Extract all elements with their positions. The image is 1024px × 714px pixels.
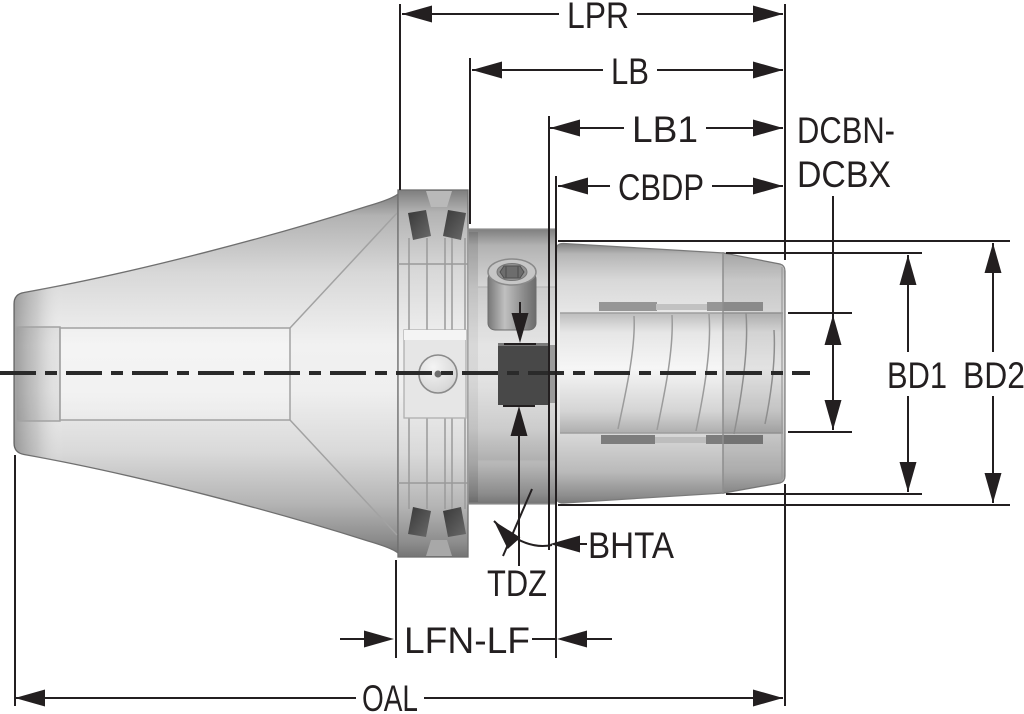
label-backgrounds [884,356,1024,394]
dim-label-bd2: BD2 [963,355,1024,396]
dim-label-lfn-lf: LFN-LF [404,620,530,661]
clamp-land-bars [599,302,763,444]
dim-label-oal: OAL [362,678,418,714]
dim-label-dcbn-dcbx-line1: DCBN- [797,110,895,151]
dim-label-cbdp: CBDP [618,167,704,208]
dim-label-tdz: TDZ [487,563,547,604]
set-screw [487,258,537,331]
dim-label-lb1: LB1 [632,109,698,150]
dim-label-lb: LB [611,51,649,92]
dim-label-dcbn-dcbx-line2: DCBX [797,154,891,195]
dimension-graphics [14,4,1010,706]
dim-label-bhta: BHTA [588,525,674,566]
extension-lines [14,4,1010,706]
bore-helix-lines [617,312,776,435]
dimension-labels: LPR LB LB1 CBDP DCBN- DCBX BD1 BD2 BHTA … [362,0,1024,714]
dim-label-lpr: LPR [567,0,629,36]
dim-label-bd1: BD1 [887,355,947,396]
